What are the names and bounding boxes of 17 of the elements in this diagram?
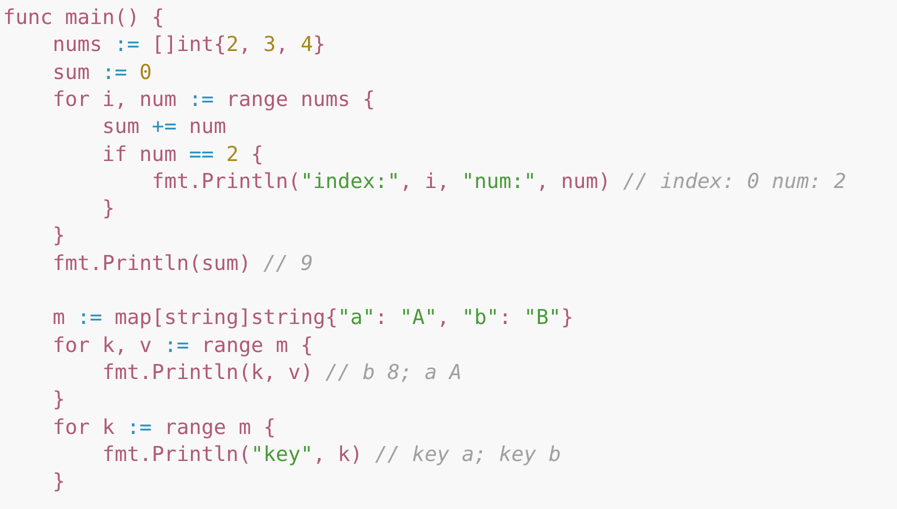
code-line: } bbox=[52, 468, 65, 494]
code-line: nums := []int{2, 3, 4} bbox=[52, 31, 326, 58]
code-line: } bbox=[52, 222, 65, 248]
code-line: sum += num bbox=[102, 113, 226, 140]
code-line: fmt.Println(sum) // 9 bbox=[52, 250, 313, 276]
code-line: sum := 0 bbox=[52, 58, 152, 85]
code-line: for k := range m { bbox=[52, 414, 276, 440]
code-line: fmt.Println("index:", i, "num:", num) // index: 0 num: 2 bbox=[152, 168, 846, 194]
code-line: func main() { bbox=[3, 4, 164, 30]
code-line: } bbox=[102, 195, 115, 222]
code-line: } bbox=[52, 386, 65, 412]
code-line: if num == 2 { bbox=[102, 140, 264, 166]
code-line: fmt.Println(k, v) // b 8; a A bbox=[102, 358, 462, 385]
code-line: for k, v := range m { bbox=[52, 332, 313, 358]
code-line: fmt.Println("key", k) // key a; key b bbox=[102, 440, 561, 467]
code-line: for i, num := range nums { bbox=[52, 86, 375, 112]
code-line: m := map[string]string{"a": "A", "b": "B"} bbox=[52, 304, 574, 330]
